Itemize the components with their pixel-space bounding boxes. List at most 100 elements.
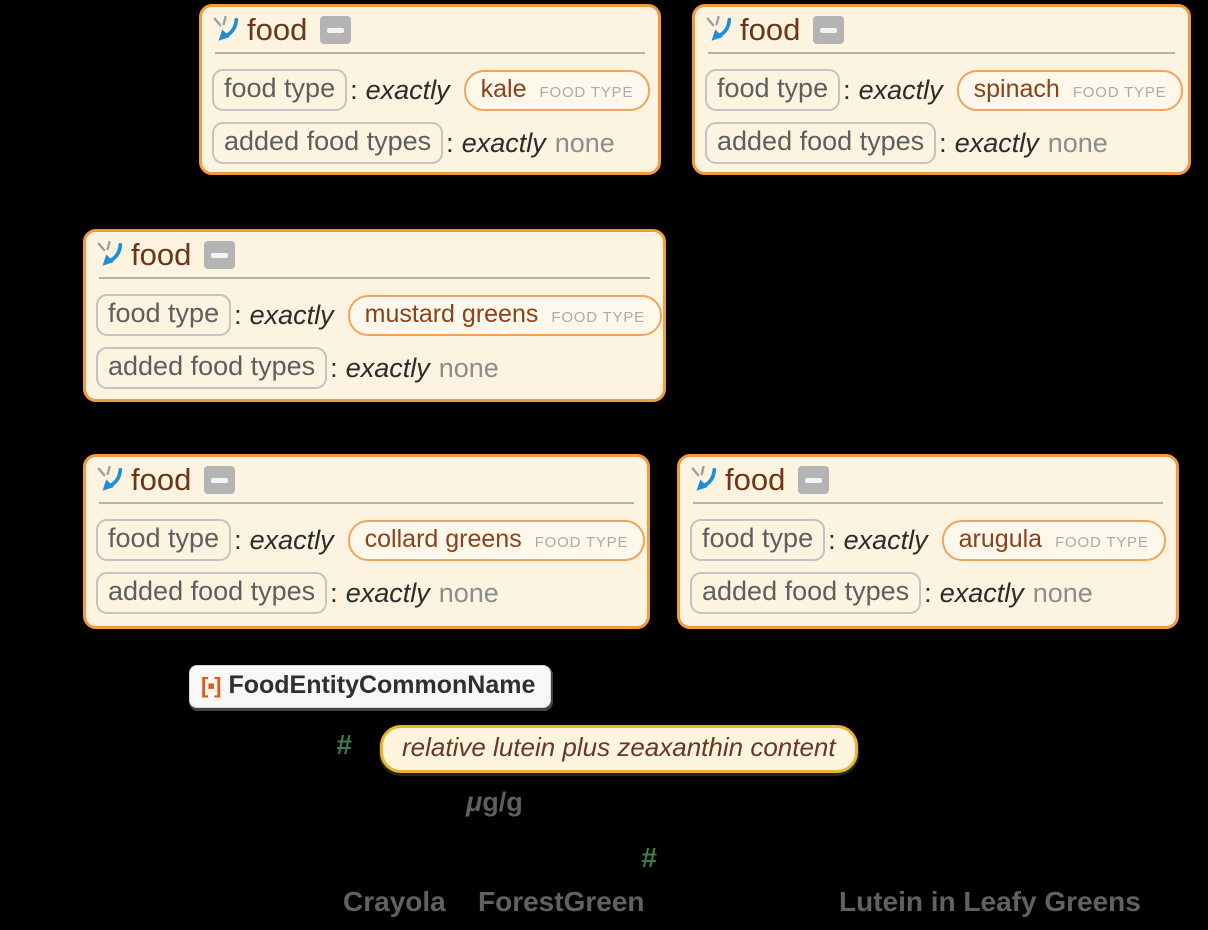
qualifier: exactly — [365, 74, 450, 105]
food-property-label: relative lutein plus zeaxanthin content — [402, 732, 836, 762]
entity-name: collard greens — [364, 524, 522, 553]
color-scheme-string: Crayola — [343, 886, 446, 917]
qualifier: exactly — [249, 299, 334, 330]
colon: : — [843, 74, 851, 105]
minus-icon — [211, 252, 229, 258]
added-food-types-property[interactable]: added food types — [96, 572, 328, 614]
entity-class-arrow-icon — [95, 241, 123, 269]
colon: : — [330, 577, 338, 608]
card-title: food — [131, 237, 192, 272]
colon: : — [828, 524, 836, 555]
food-entity-card-kale[interactable]: food food type : exactly kale FOOD TYPE … — [199, 4, 661, 175]
qualifier: exactly — [249, 524, 334, 555]
entity-pill[interactable]: arugula FOOD TYPE — [941, 519, 1166, 561]
collapse-button[interactable] — [204, 466, 236, 494]
food-entity-card-arugula[interactable]: food food type : exactly arugula FOOD TY… — [677, 454, 1179, 629]
card-body: food type : exactly kale FOOD TYPE added… — [202, 54, 658, 172]
collapse-button[interactable] — [798, 466, 830, 494]
card-header: food — [680, 457, 1176, 500]
slot-symbol-b: # — [641, 842, 657, 873]
resource-function-chip[interactable]: [▪] FoodEntityCommonName — [189, 665, 552, 708]
food-type-row: food type : exactly mustard greens FOOD … — [96, 294, 662, 336]
minus-icon — [820, 27, 838, 33]
food-property-pill[interactable]: relative lutein plus zeaxanthin content — [380, 725, 858, 773]
added-food-types-row: added food types : exactly none — [96, 572, 635, 614]
qualifier: exactly — [345, 352, 430, 383]
card-title: food — [740, 12, 801, 47]
card-title: food — [725, 462, 786, 497]
divider — [99, 277, 650, 279]
entity-pill[interactable]: mustard greens FOOD TYPE — [347, 294, 662, 336]
entity-pill[interactable]: kale FOOD TYPE — [463, 69, 651, 111]
entity-tag: FOOD TYPE — [539, 83, 634, 101]
entity-name: arugula — [958, 524, 1043, 553]
added-food-types-row: added food types : exactly none — [212, 122, 646, 164]
food-type-row: food type : exactly collard greens FOOD … — [96, 519, 646, 561]
colon: : — [446, 127, 454, 158]
entity-pill[interactable]: spinach FOOD TYPE — [956, 69, 1184, 111]
minus-icon — [327, 27, 345, 33]
entity-tag: FOOD TYPE — [551, 308, 645, 326]
slot-symbol-a: # — [336, 729, 352, 760]
added-food-types-row: added food types : exactly none — [705, 122, 1176, 164]
qualifier: exactly — [954, 127, 1039, 158]
divider — [708, 52, 1175, 54]
added-food-types-row: added food types : exactly none — [96, 347, 651, 389]
entity-class-arrow-icon — [689, 466, 717, 494]
entity-tag: FOOD TYPE — [534, 533, 629, 551]
collapse-button[interactable] — [204, 241, 236, 269]
entity-tag: FOOD TYPE — [1055, 533, 1149, 551]
food-type-property[interactable]: food type — [96, 294, 232, 336]
none-value: none — [1047, 127, 1108, 158]
divider — [99, 502, 634, 504]
resource-function-icon: [▪] — [201, 672, 221, 698]
added-food-types-property[interactable]: added food types — [690, 572, 922, 614]
food-type-property[interactable]: food type — [690, 519, 826, 561]
plot-label-string: Lutein in Leafy Greens — [839, 886, 1141, 917]
minus-icon — [805, 477, 823, 483]
card-body: food type : exactly collard greens FOOD … — [86, 504, 647, 626]
food-type-property[interactable]: food type — [96, 519, 232, 561]
entity-name: kale — [480, 74, 527, 103]
collapse-button[interactable] — [813, 16, 845, 44]
food-type-property[interactable]: food type — [212, 69, 348, 111]
none-value: none — [438, 577, 499, 608]
entity-class-arrow-icon — [211, 16, 239, 44]
unit-label: μg/g — [466, 787, 523, 818]
added-food-types-property[interactable]: added food types — [212, 122, 444, 164]
entity-class-arrow-icon — [704, 16, 732, 44]
colon: : — [330, 352, 338, 383]
added-food-types-property[interactable]: added food types — [96, 347, 328, 389]
entity-name: spinach — [973, 74, 1060, 103]
food-entity-card-collard-greens[interactable]: food food type : exactly collard greens … — [83, 454, 650, 629]
colon: : — [234, 524, 242, 555]
colon: : — [234, 299, 242, 330]
entity-tag: FOOD TYPE — [1072, 83, 1167, 101]
card-body: food type : exactly spinach FOOD TYPE ad… — [695, 54, 1188, 172]
unit-mu: μ — [466, 787, 483, 817]
card-header: food — [86, 232, 663, 275]
food-entity-card-mustard-greens[interactable]: food food type : exactly mustard greens … — [83, 229, 666, 402]
divider — [693, 502, 1163, 504]
entity-class-arrow-icon — [95, 466, 123, 494]
colon: : — [924, 577, 932, 608]
unit-rest: g/g — [482, 787, 523, 817]
card-body: food type : exactly arugula FOOD TYPE ad… — [680, 504, 1176, 626]
card-header: food — [695, 7, 1188, 50]
food-type-property[interactable]: food type — [705, 69, 841, 111]
card-body: food type : exactly mustard greens FOOD … — [86, 279, 663, 399]
qualifier: exactly — [461, 127, 546, 158]
food-entity-card-spinach[interactable]: food food type : exactly spinach FOOD TY… — [692, 4, 1191, 175]
colon: : — [350, 74, 358, 105]
qualifier: exactly — [345, 577, 430, 608]
added-food-types-property[interactable]: added food types — [705, 122, 937, 164]
qualifier: exactly — [843, 524, 928, 555]
card-header: food — [202, 7, 658, 50]
food-type-row: food type : exactly kale FOOD TYPE — [212, 69, 651, 111]
colon: : — [939, 127, 947, 158]
entity-pill[interactable]: collard greens FOOD TYPE — [347, 519, 646, 561]
qualifier: exactly — [939, 577, 1024, 608]
collapse-button[interactable] — [320, 16, 352, 44]
card-title: food — [131, 462, 192, 497]
